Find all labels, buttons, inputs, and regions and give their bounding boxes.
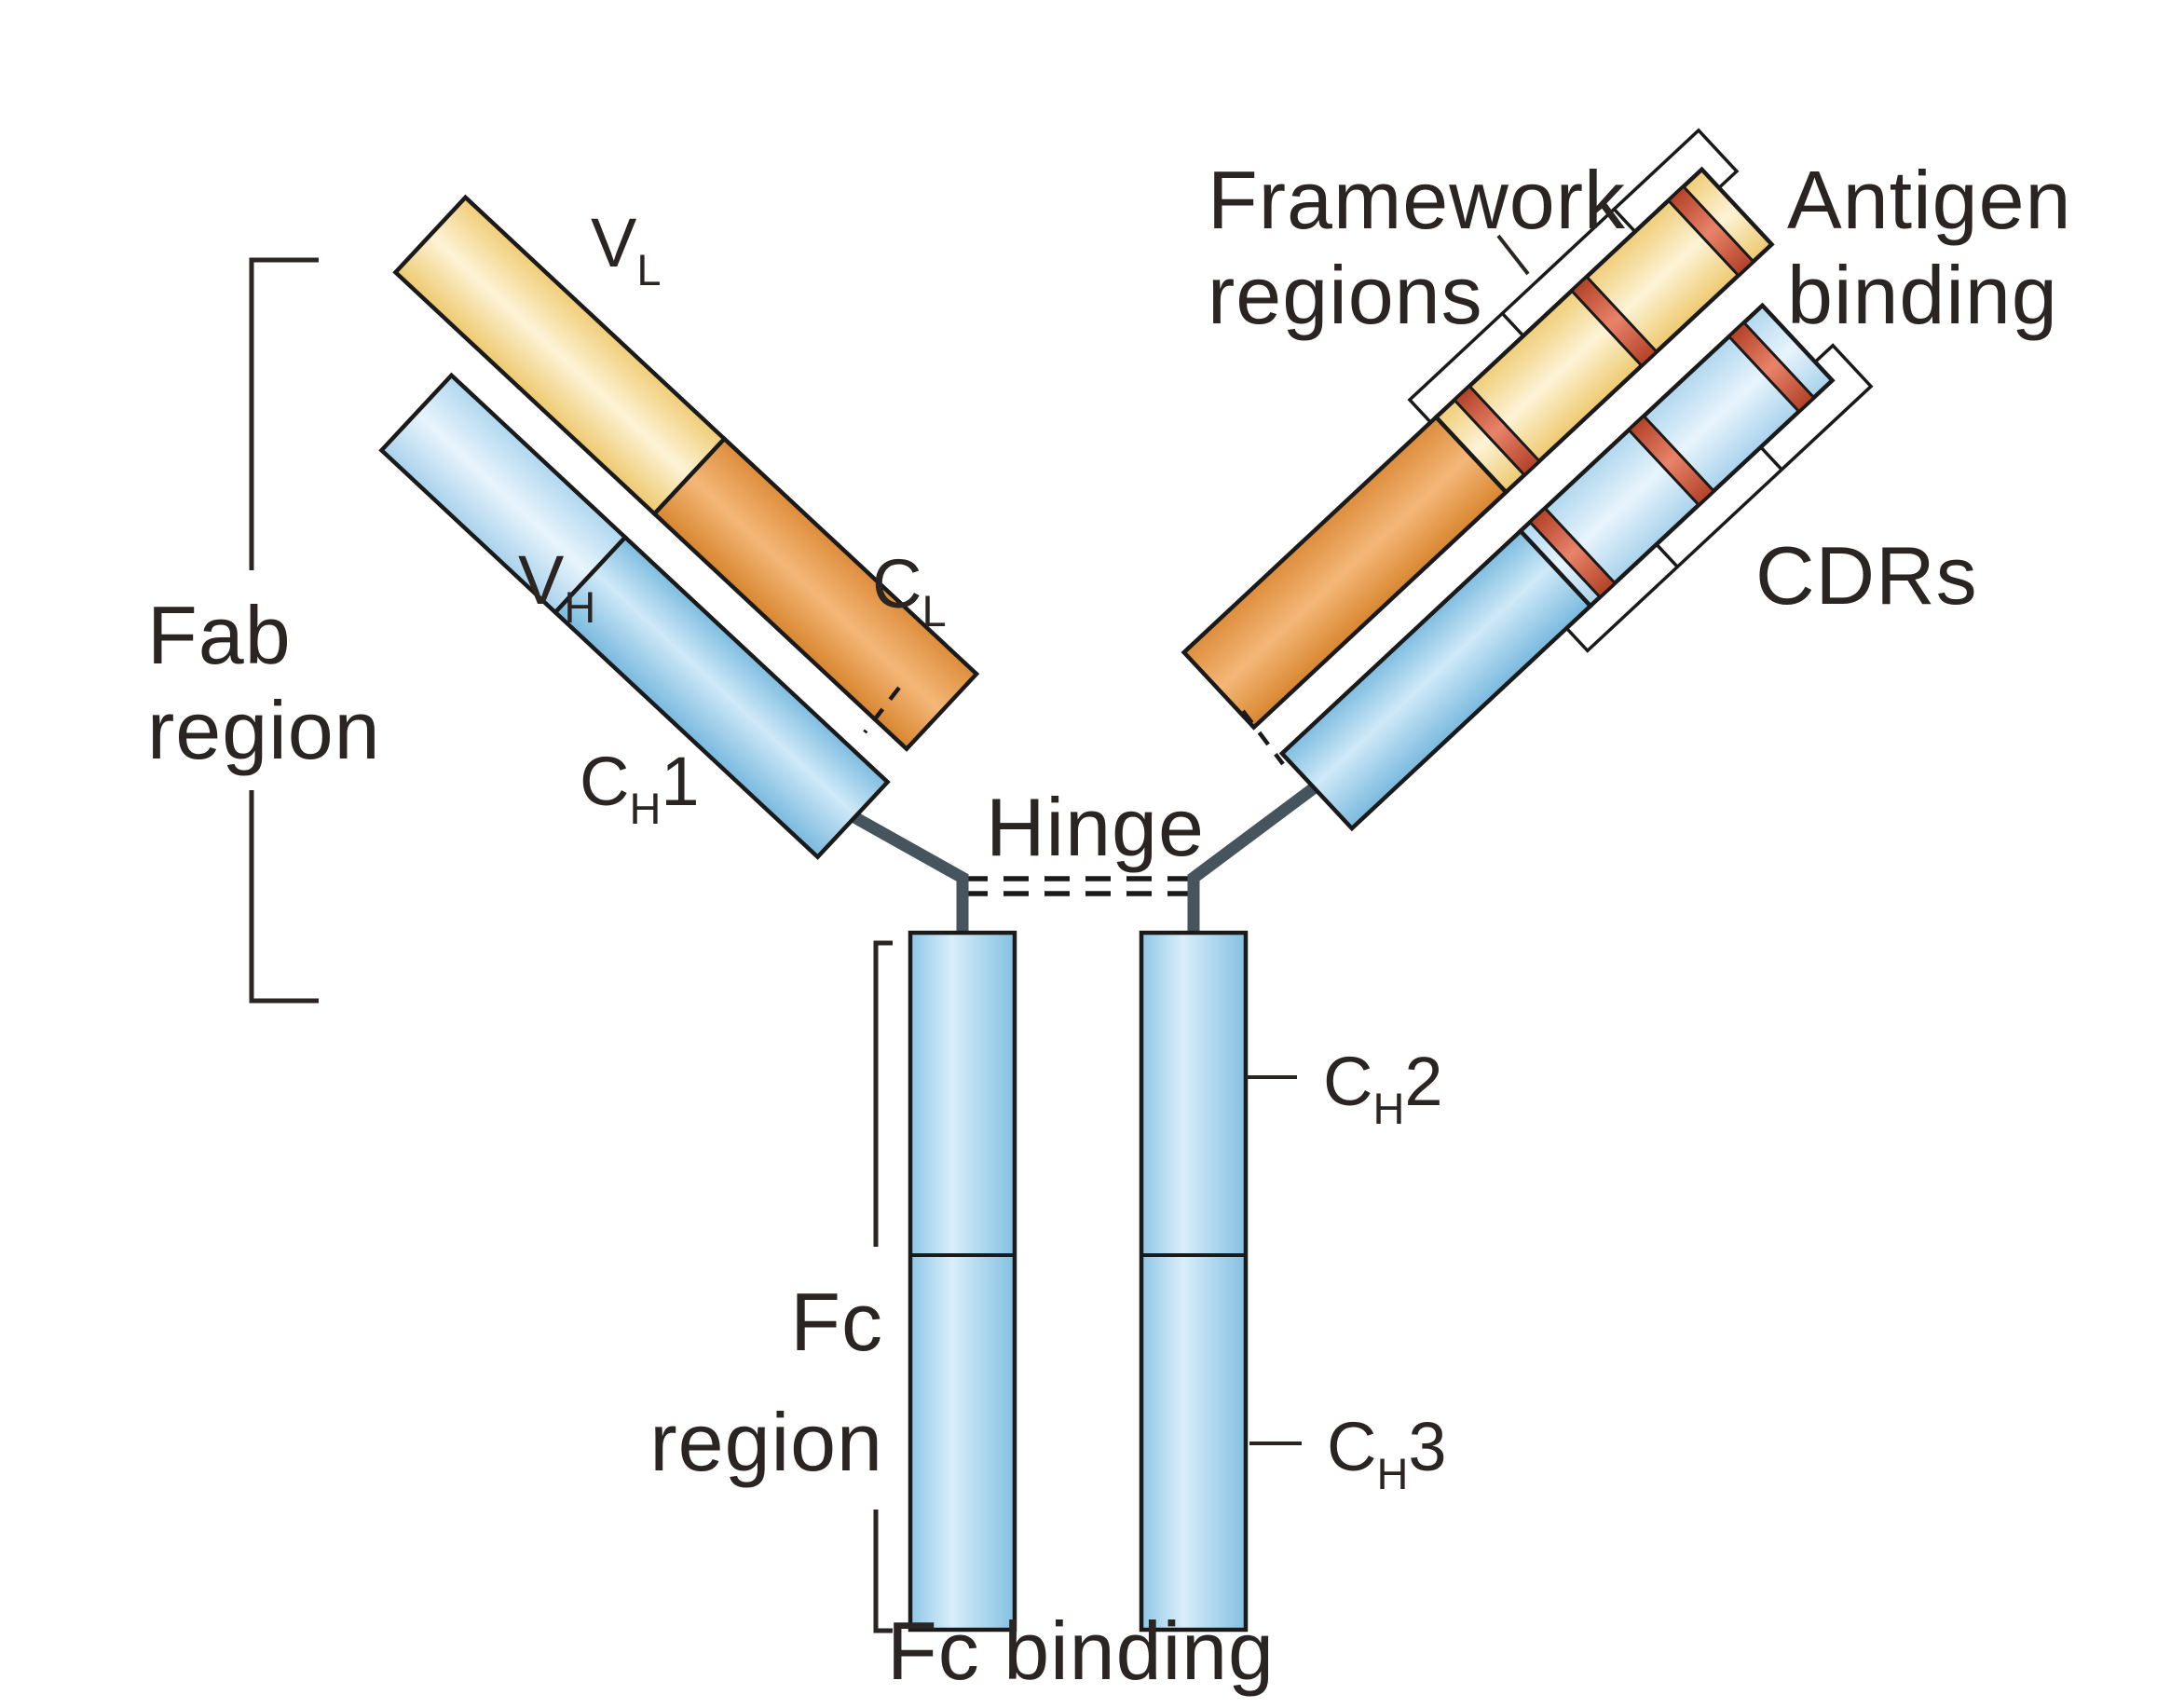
cl-label: CL [872, 545, 947, 635]
fab-region-bracket [249, 257, 319, 1004]
left-heavy-chain [378, 372, 891, 860]
framework-regions-label-line2: regions [1208, 249, 1483, 341]
cdr-band-light-3 [1452, 384, 1542, 477]
framework-regions-pointer [1496, 234, 1530, 276]
cdr-band-light-2 [1569, 274, 1659, 368]
fc-region-label-line1: Fc [790, 1276, 883, 1368]
vh-label: VH [518, 541, 595, 632]
cdr-band-heavy-2 [1627, 414, 1716, 508]
cdr-band-heavy-3 [1527, 506, 1618, 599]
hinge-connector-right [1187, 782, 1318, 936]
vl-label: VL [591, 204, 662, 294]
framework-regions-label-line1: Framework [1208, 154, 1626, 246]
left-disulfide-dash [863, 686, 901, 734]
fc-right-heavy-bar [1139, 930, 1249, 1633]
fc-region-label-line2: region [649, 1396, 883, 1488]
left-ch1-domain-bar [552, 534, 891, 860]
right-cl-domain-bar [1181, 414, 1509, 731]
ch1-label: CH1 [580, 743, 700, 833]
right-arm-group [1181, 128, 1874, 832]
fab-region-label-line1: Fab [147, 589, 292, 681]
antigen-binding-label-line1: Antigen [1787, 154, 2071, 246]
right-ch1-domain-bar [1278, 527, 1594, 832]
antigen-binding-label-line2: binding [1787, 249, 2058, 341]
right-heavy-chain [1278, 302, 1874, 832]
left-cl-domain-bar [651, 435, 980, 752]
left-light-chain [392, 194, 980, 752]
fc-region-bracket [873, 940, 893, 1633]
fc-left-heavy-bar [908, 930, 1017, 1633]
hinge-connector-left [851, 812, 969, 936]
fc-binding-label: Fc binding [887, 1605, 1275, 1697]
ch3-label: CH3 [1327, 1408, 1447, 1498]
fab-region-label-line2: region [147, 684, 381, 776]
right-light-chain [1181, 128, 1775, 731]
cdrs-label: CDRs [1755, 529, 1978, 622]
cdr-band-heavy-1 [1727, 321, 1816, 414]
right-disulfide-dash [1241, 709, 1285, 766]
cdr-band-light-1 [1666, 184, 1755, 278]
hinge-label: Hinge [986, 781, 1205, 873]
ch2-label: CH2 [1323, 1043, 1443, 1133]
